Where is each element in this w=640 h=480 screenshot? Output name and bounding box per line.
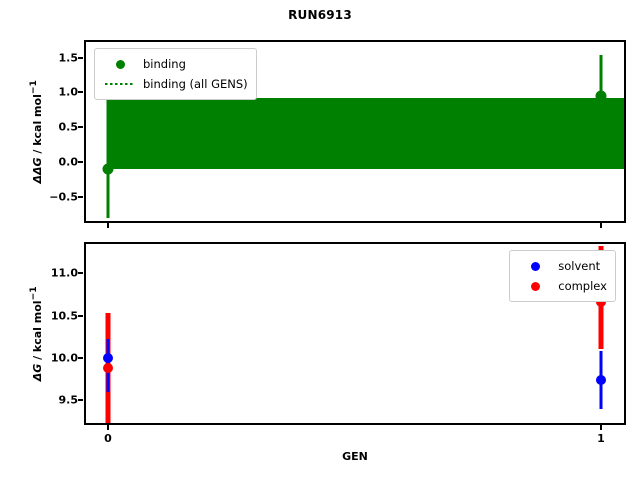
top-ylabel-units: / kcal mol — [30, 94, 44, 158]
ytick-mark — [78, 57, 83, 59]
legend-entry-complex[interactable]: complex — [518, 276, 607, 296]
bottom-ylabel-units: / kcal mol — [30, 300, 44, 364]
legend-dotted-line-icon — [103, 83, 137, 85]
figure-title: RUN6913 — [288, 8, 352, 22]
complex-marker-gen1 — [596, 297, 606, 307]
ytick-label: 10.0 — [50, 351, 78, 365]
legend-marker-icon — [518, 261, 552, 271]
bottom-ylabel-exponent: −1 — [28, 286, 40, 301]
xtick-mark — [107, 223, 109, 228]
xaxis-label: GEN — [342, 450, 368, 463]
legend-label: binding (all GENS) — [143, 77, 248, 91]
ytick-label: 1.5 — [58, 51, 79, 65]
ytick-label: 9.5 — [58, 393, 79, 407]
legend-label: complex — [558, 279, 607, 293]
binding-errorbar-gen1 — [599, 55, 603, 100]
xtick-mark — [600, 425, 602, 430]
ytick-mark — [78, 399, 83, 401]
ytick-mark — [78, 126, 83, 128]
ytick-label: 1.0 — [58, 85, 79, 99]
binding-marker-gen1 — [595, 90, 607, 102]
legend-entry-solvent[interactable]: solvent — [518, 256, 607, 276]
ytick-mark — [78, 315, 83, 317]
complex-marker-gen0 — [103, 363, 113, 373]
free-energy-panel-axes: solvent complex — [84, 242, 626, 425]
binding-panel-legend[interactable]: binding binding (all GENS) — [94, 48, 257, 100]
free-energy-panel-legend[interactable]: solvent complex — [509, 250, 616, 302]
legend-label: solvent — [558, 259, 601, 273]
legend-entry-binding-all-gens[interactable]: binding (all GENS) — [103, 74, 248, 94]
legend-label: binding — [143, 57, 186, 71]
xtick-label: 0 — [104, 432, 112, 445]
legend-entry-binding[interactable]: binding — [103, 54, 248, 74]
xtick-mark — [600, 223, 602, 228]
ytick-mark — [78, 272, 83, 274]
bottom-panel-ylabel: ΔG / kcal mol−1 — [28, 254, 44, 414]
ytick-label: 10.5 — [50, 309, 78, 323]
top-ylabel-exponent: −1 — [28, 80, 40, 95]
bottom-ylabel-symbol: ΔG — [30, 363, 44, 382]
solvent-marker-gen1 — [596, 375, 606, 385]
legend-marker-icon — [103, 59, 137, 69]
ytick-mark — [78, 357, 83, 359]
binding-errorbar-gen0 — [106, 82, 110, 218]
ytick-label: 0.0 — [58, 155, 79, 169]
binding-panel-axes: binding binding (all GENS) — [84, 40, 626, 223]
ytick-mark — [78, 196, 83, 198]
xtick-mark — [107, 425, 109, 430]
top-ylabel-symbol: ΔΔG — [30, 157, 44, 184]
solvent-marker-gen0 — [103, 353, 113, 363]
binding-marker-gen0 — [102, 163, 114, 175]
ytick-mark — [78, 161, 83, 163]
ytick-label: −0.5 — [49, 190, 78, 204]
legend-marker-icon — [518, 281, 552, 291]
ytick-label: 0.5 — [58, 120, 79, 134]
ytick-label: 11.0 — [50, 266, 78, 280]
xtick-label: 1 — [597, 432, 605, 445]
top-panel-ylabel: ΔΔG / kcal mol−1 — [28, 52, 44, 212]
ytick-mark — [78, 91, 83, 93]
binding-all-gens-trace — [108, 98, 624, 169]
